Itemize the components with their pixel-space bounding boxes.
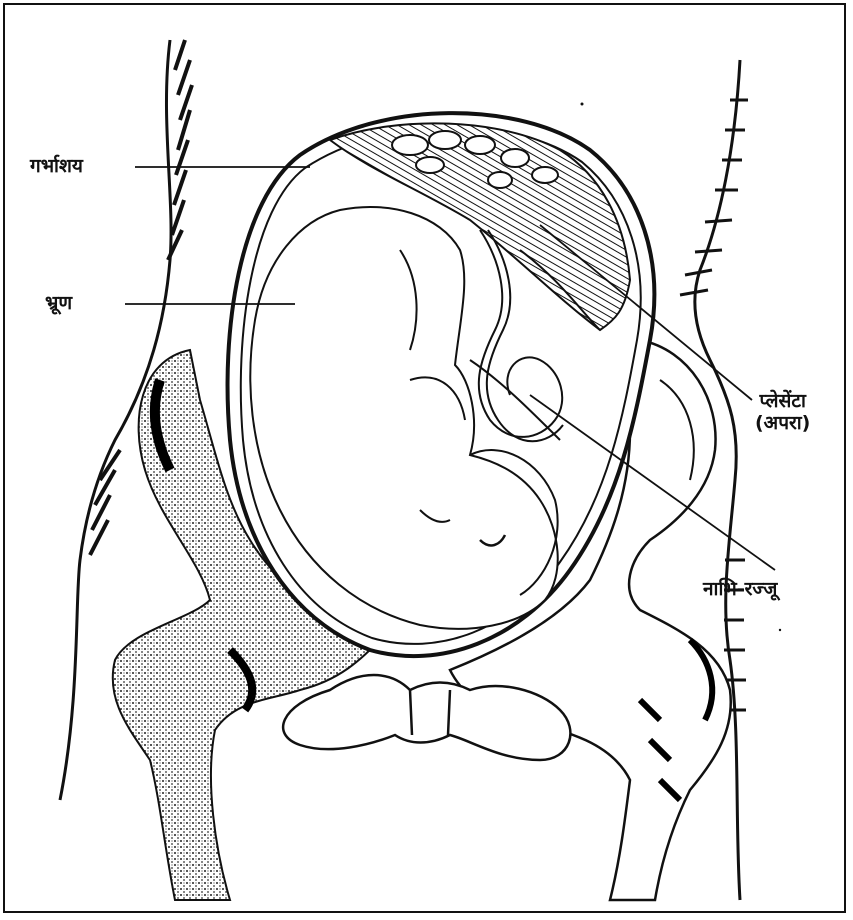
label-uterus: गर्भाशय — [30, 155, 83, 177]
label-placenta-line1: प्लेसेंटा — [755, 390, 810, 412]
label-placenta: प्लेसेंटा (अपरा) — [755, 390, 810, 434]
label-fetus: भ्रूण — [45, 292, 72, 314]
speck — [779, 629, 781, 631]
label-umbilical-cord: नाभि-रज्जू — [703, 578, 777, 600]
speck — [581, 103, 584, 106]
label-placenta-line2: (अपरा) — [755, 412, 810, 434]
